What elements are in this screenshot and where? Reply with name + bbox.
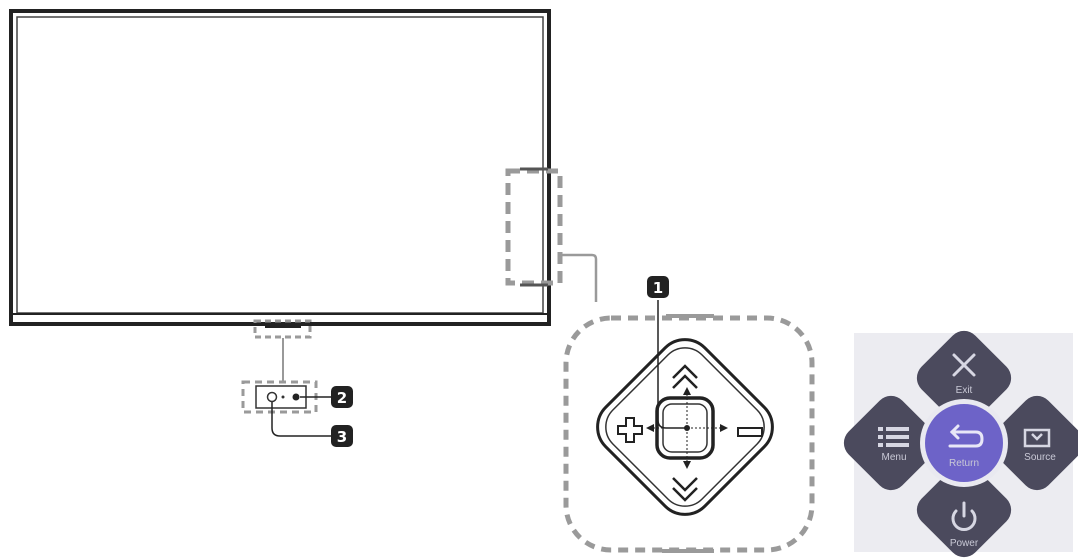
svg-text:2: 2 — [337, 389, 347, 407]
tv-front-view — [9, 9, 551, 326]
pad-petal-right[interactable] — [983, 389, 1078, 496]
arrow-heads — [646, 387, 728, 469]
source-icon[interactable] — [1023, 428, 1051, 448]
callout-3: 3 — [331, 425, 353, 447]
source-label: Source — [1024, 452, 1056, 463]
return-icon[interactable] — [948, 424, 984, 448]
chevron-down-icon[interactable] — [672, 477, 698, 502]
joystick-diamond-inner — [605, 347, 765, 507]
menu-icon[interactable] — [878, 427, 909, 447]
power-icon[interactable] — [951, 501, 977, 531]
control-stick-detail — [563, 300, 815, 553]
pad-petal-top[interactable] — [910, 324, 1017, 431]
power-indicator-light — [266, 391, 278, 403]
svg-text:3: 3 — [337, 428, 347, 446]
sensor-detail — [241, 380, 331, 437]
svg-text:1: 1 — [653, 279, 663, 297]
minus-icon[interactable] — [737, 427, 763, 437]
return-label: Return — [949, 458, 979, 469]
power-label: Power — [950, 538, 979, 549]
menu-label: Menu — [881, 452, 906, 463]
control-stick-location — [505, 167, 598, 302]
control-pad: Exit Menu Return Source Power — [843, 324, 1078, 558]
callout-2: 2 — [331, 386, 353, 408]
tv-screen-inner — [16, 16, 544, 314]
return-button[interactable] — [925, 404, 1003, 482]
tv-screen-outer — [9, 9, 551, 326]
chevron-up-icon[interactable] — [672, 364, 698, 389]
close-icon[interactable] — [952, 353, 976, 377]
plus-icon[interactable] — [617, 417, 643, 443]
remote-sensor-light — [292, 393, 300, 401]
callout-1: 1 — [647, 276, 669, 298]
exit-label: Exit — [956, 385, 973, 396]
sensor-location — [253, 319, 312, 383]
